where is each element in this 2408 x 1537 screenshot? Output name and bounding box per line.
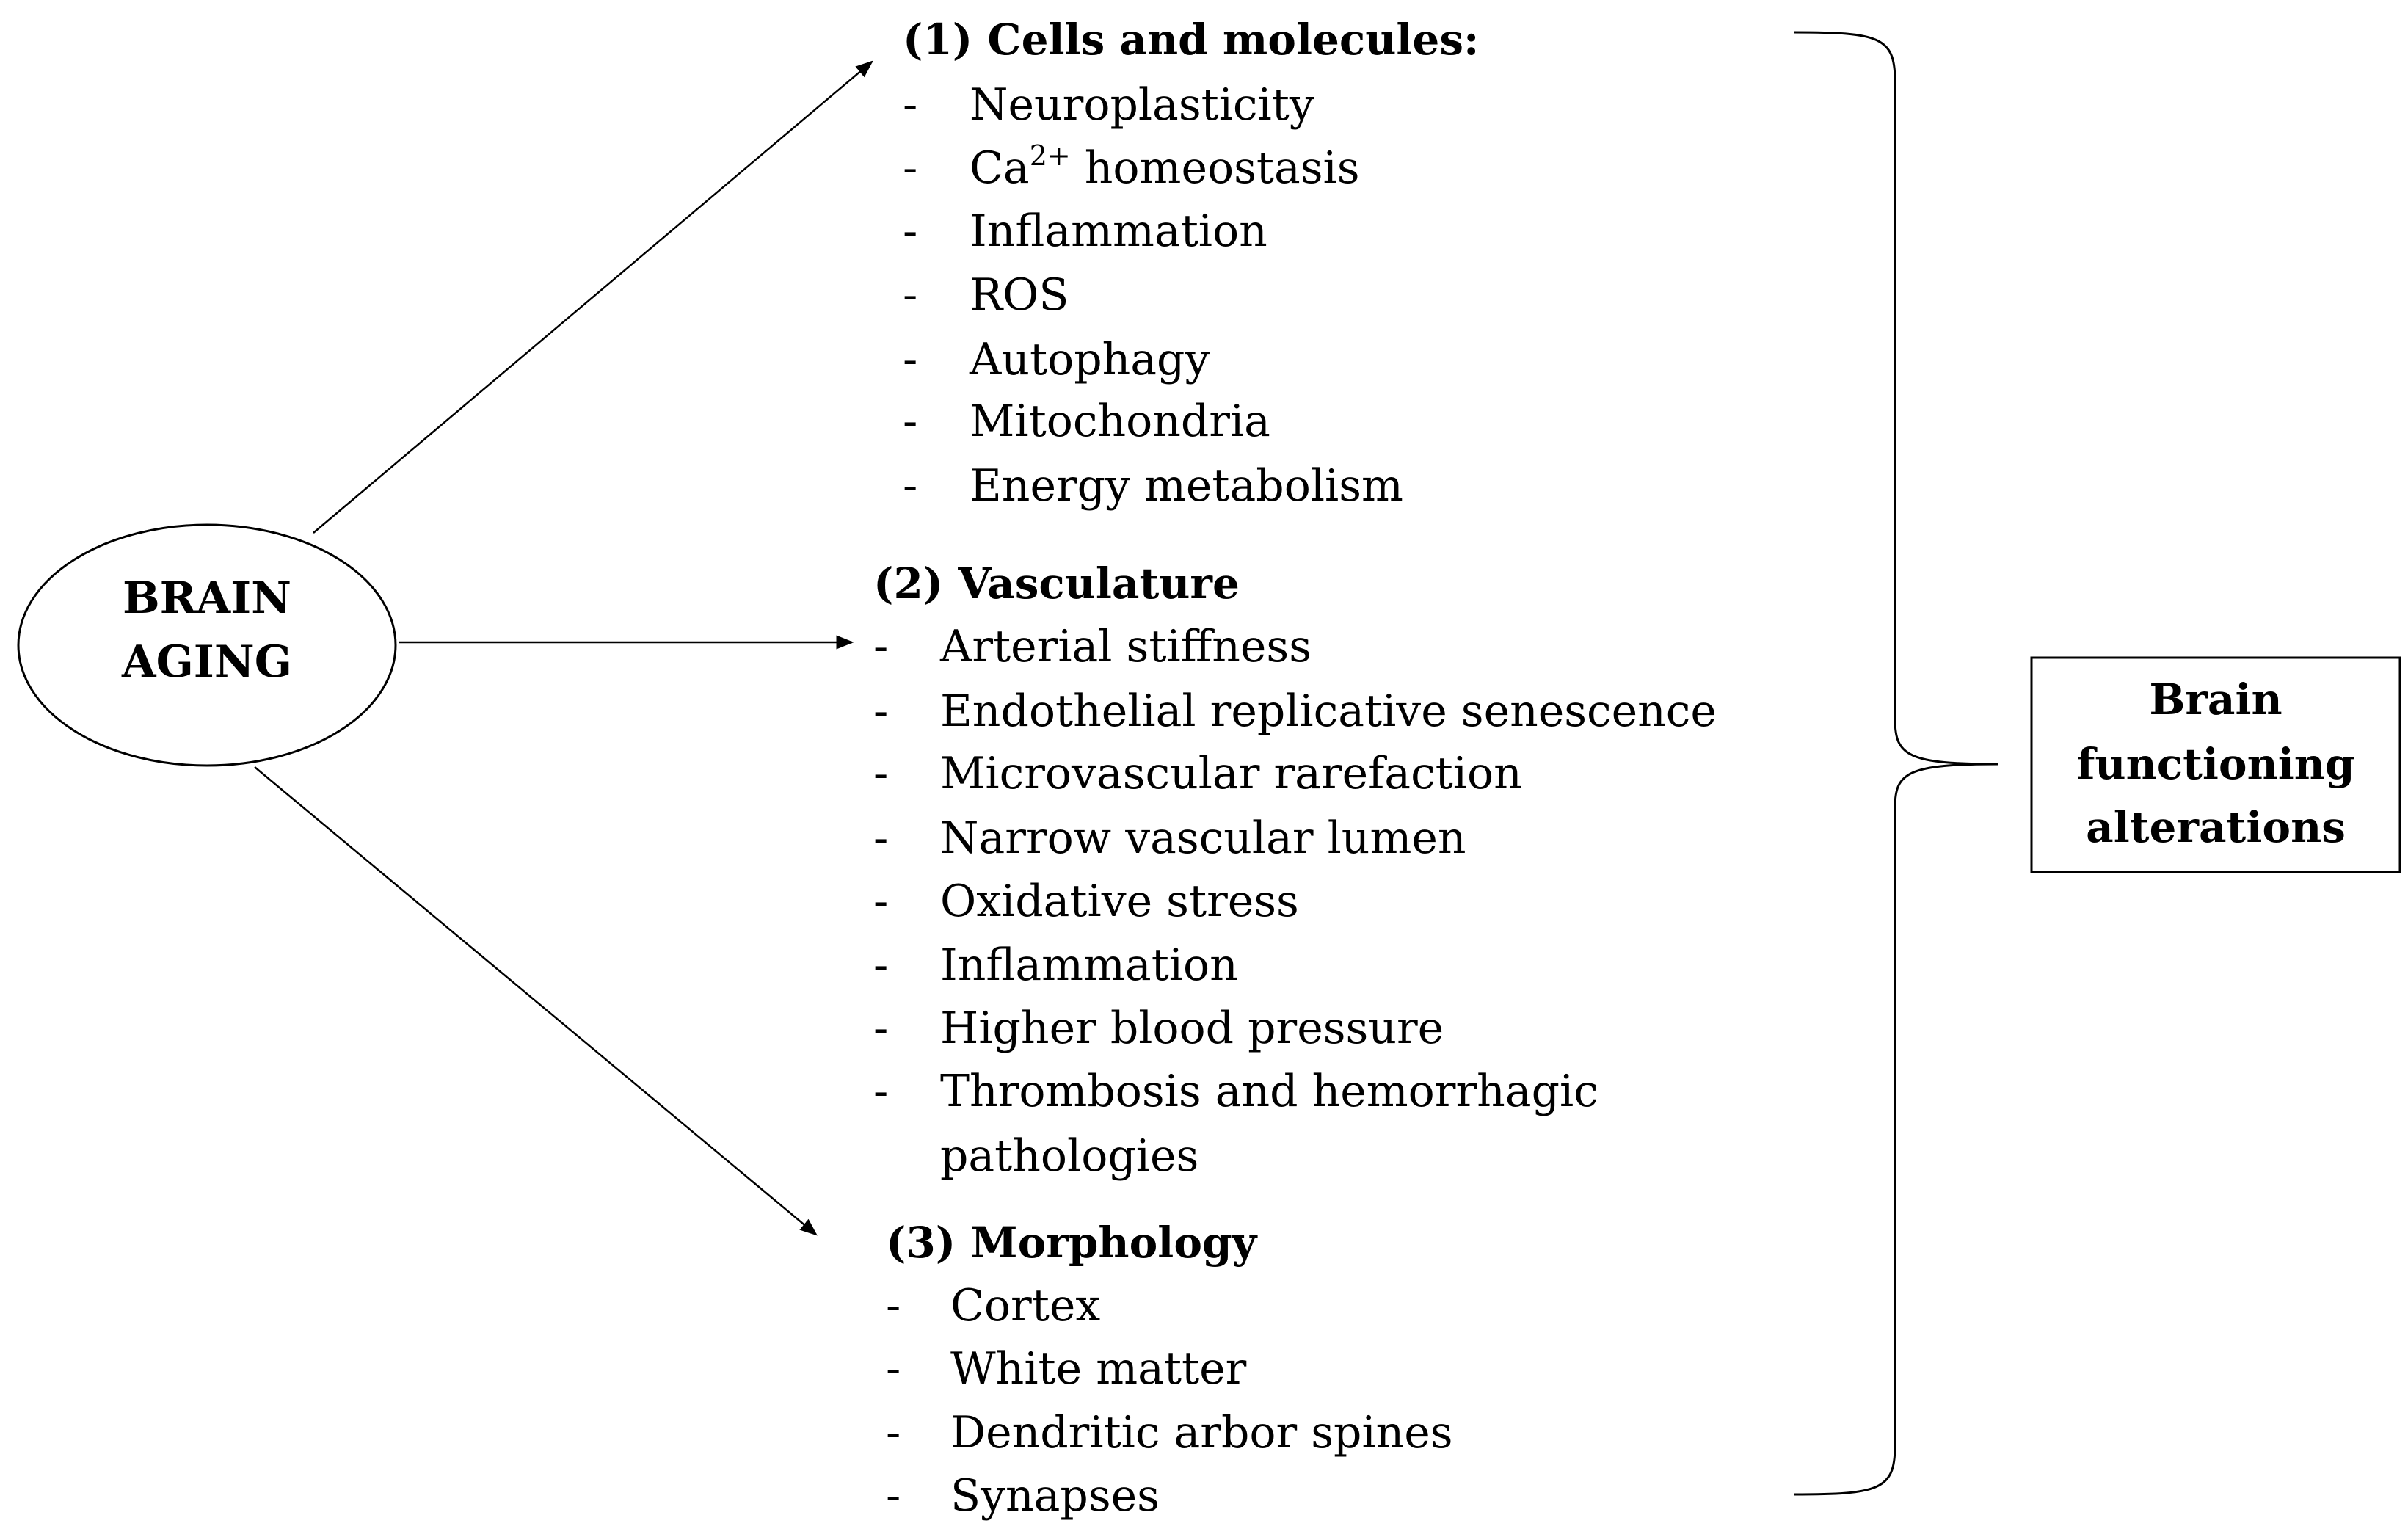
list-dash: - xyxy=(903,334,917,385)
outcome-line-1: Brain xyxy=(2149,675,2282,724)
arrow-to-morphology xyxy=(254,766,818,1236)
center-label-1: BRAIN xyxy=(123,573,291,624)
list-dash: - xyxy=(873,686,888,737)
factor-groups: (1) Cells and molecules: - Neuroplasticity… xyxy=(873,15,1717,1522)
list-dash: - xyxy=(873,748,888,799)
list-dash: - xyxy=(873,813,888,864)
list-item: White matter xyxy=(950,1343,1247,1395)
list-dash: - xyxy=(873,621,888,672)
list-dash: - xyxy=(903,269,917,321)
ca-text: Ca xyxy=(970,142,1030,194)
list-item: Autophagy xyxy=(969,334,1210,385)
list-item: Energy metabolism xyxy=(970,460,1403,512)
ca-rest: homeostasis xyxy=(1071,142,1360,194)
list-item: Microvascular rarefaction xyxy=(940,748,1522,799)
list-item: ROS xyxy=(970,269,1069,321)
brain-aging-node xyxy=(17,523,397,767)
list-dash: - xyxy=(886,1343,901,1395)
list-dash: - xyxy=(873,1003,888,1054)
list-dash: - xyxy=(886,1407,901,1458)
list-dash: - xyxy=(873,1066,888,1117)
list-dash: - xyxy=(903,79,917,131)
list-item: Arterial stiffness xyxy=(939,621,1312,672)
list-item: pathologies xyxy=(940,1130,1198,1182)
ca-superscript: 2+ xyxy=(1030,139,1071,172)
list-item: Inflammation xyxy=(940,940,1238,991)
list-item: Oxidative stress xyxy=(940,876,1299,927)
group-title: (1) Cells and molecules: xyxy=(903,15,1479,65)
list-item: Higher blood pressure xyxy=(940,1003,1444,1054)
list-dash: - xyxy=(903,460,917,512)
list-dash: - xyxy=(886,1470,901,1522)
list-item: Thrombosis and hemorrhagic xyxy=(940,1066,1598,1117)
list-item: Synapses xyxy=(950,1470,1160,1522)
outcome-line-3: alterations xyxy=(2086,802,2346,852)
list-item: Cortex xyxy=(950,1280,1100,1331)
list-dash: - xyxy=(873,876,888,927)
group-title: (3) Morphology xyxy=(886,1218,1259,1268)
list-item: Inflammation xyxy=(970,206,1267,257)
center-label-2: AGING xyxy=(121,636,292,688)
list-item: Narrow vascular lumen xyxy=(940,813,1466,864)
group-title: (2) Vasculature xyxy=(873,559,1240,608)
list-dash: - xyxy=(903,206,917,257)
arrow-to-cells xyxy=(313,60,873,534)
list-item: Mitochondria xyxy=(970,396,1270,447)
list-dash: - xyxy=(873,940,888,991)
outcome-line-2: functioning xyxy=(2076,739,2354,789)
list-item: Neuroplasticity xyxy=(970,79,1314,131)
outcome-box xyxy=(2030,656,2401,873)
list-item: Dendritic arbor spines xyxy=(950,1407,1453,1458)
list-item: Ca2+ homeostasis xyxy=(970,139,1360,194)
right-brace xyxy=(1793,31,1999,1496)
list-dash: - xyxy=(903,142,917,194)
list-dash: - xyxy=(886,1280,901,1331)
list-dash: - xyxy=(903,396,917,447)
list-item: Endothelial replicative senescence xyxy=(940,686,1717,737)
